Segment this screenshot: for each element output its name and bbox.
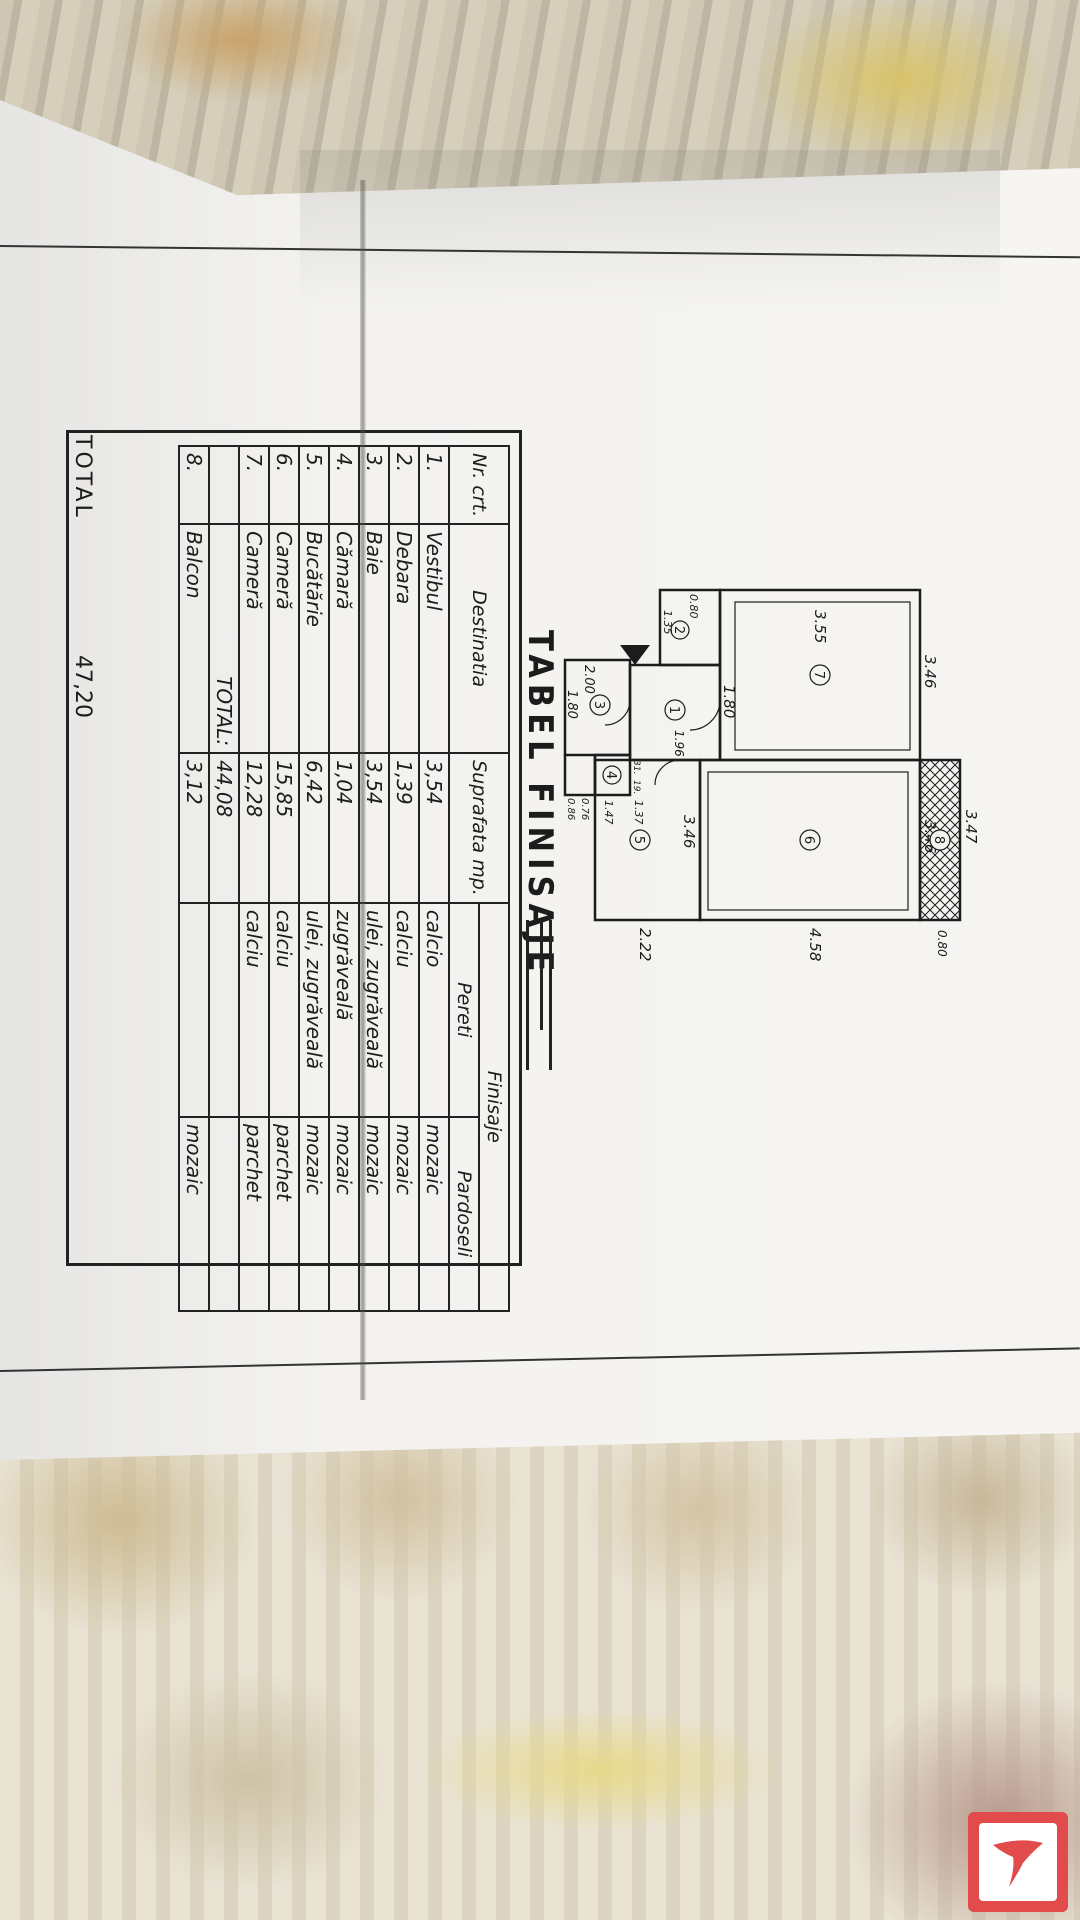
dim-pantry-c: 0.76	[579, 798, 590, 820]
room-5	[593, 758, 702, 922]
cell-pard: mozaic	[389, 1116, 419, 1311]
cell-pereti: calcio	[419, 902, 449, 1117]
cell-pereti	[179, 902, 209, 1117]
cell-pereti: calciu	[269, 902, 299, 1117]
cell-sup: 3,12	[179, 753, 209, 903]
cell-pard: mozaic	[419, 1116, 449, 1311]
room-number-2: 2	[671, 626, 686, 634]
paper-fold	[360, 180, 366, 1400]
room-number-4: 4	[603, 771, 618, 779]
dim-hall-width: 1.80	[720, 685, 738, 718]
subtotal-row: TOTAL: 44,08	[209, 446, 239, 1311]
subtotal-label: TOTAL:	[209, 524, 239, 754]
room-number-7: 7	[811, 671, 826, 679]
dim-pantry-b: 1.47	[602, 800, 615, 825]
dim-hall-depth: 1.96	[672, 730, 686, 757]
table-row: 2. Debara 1,39 calciu mozaic	[389, 446, 419, 1311]
dim-bath-depth: 2.00	[581, 665, 596, 694]
dim-kitchen-width: 3.46	[680, 815, 698, 848]
dim-pantry-a: 1.37	[632, 800, 645, 825]
cell-dest: Cămară	[329, 524, 359, 754]
room-number-8: 8	[931, 836, 946, 844]
header-destinatia: Destinatia	[449, 524, 509, 754]
cell-dest: Cameră	[269, 524, 299, 754]
dim-small-a: 31.	[631, 760, 641, 774]
cell-nr: 6.	[269, 446, 299, 525]
app-logo	[968, 1812, 1068, 1912]
finishes-table: Nr. crt. Destinatia Suprafata mp. Finisa…	[178, 445, 510, 1312]
room-number-5: 5	[631, 836, 646, 844]
bird-logo-icon	[993, 1840, 1043, 1887]
cell-pereti: ulei, zugrăveală	[299, 902, 329, 1117]
table-row: 5. Bucătărie 6,42 ulei, zugrăveală mozai…	[299, 446, 329, 1311]
dim-room7-depth: 3.55	[811, 610, 829, 643]
cell-dest: Balcon	[179, 524, 209, 754]
dim-bath-width: 1.80	[564, 690, 579, 719]
cell-pard: mozaic	[299, 1116, 329, 1311]
grand-total-value: 47,20	[70, 655, 95, 718]
cell-nr: 7.	[239, 446, 269, 525]
dim-balcony-width: 3.47	[962, 810, 980, 844]
dim-kitchen-depth: 2.22	[636, 928, 654, 961]
room-number-1: 1	[666, 706, 681, 714]
table-row: 1. Vestibul 3,54 calcio mozaic	[419, 446, 449, 1311]
table-row: 7. Cameră 12,28 calciu parchet	[239, 446, 269, 1311]
cell-sup: 1,39	[389, 753, 419, 903]
grand-total-label: TOTAL	[70, 435, 95, 520]
dim-debara-width: 0.80	[687, 594, 700, 619]
header-pardoseli: Pardoseli	[449, 1116, 479, 1311]
cell-pard: mozaic	[329, 1116, 359, 1311]
cell-pereti: calciu	[389, 902, 419, 1117]
title-underline	[526, 920, 552, 1070]
cell-nr: 2.	[389, 446, 419, 525]
dim-room6-depth: 4.58	[806, 928, 824, 961]
dim-small-b: 19.	[631, 780, 641, 794]
cell-dest: Cameră	[239, 524, 269, 754]
header-nr: Nr. crt.	[449, 446, 509, 525]
cell-pard: parchet	[239, 1116, 269, 1311]
paper-sheet	[0, 100, 1080, 1460]
dim-pantry-d: 0.86	[565, 798, 576, 820]
cell-dest: Vestibul	[419, 524, 449, 754]
header-pereti: Pereti	[449, 902, 479, 1117]
floor-plan-document: 3.47 0.80 3.46 3.46 3.55 4.58 1.80 1.96 …	[60, 260, 1000, 1350]
dim-balcony-depth: 0.80	[935, 930, 949, 957]
header-suprafata: Suprafata mp.	[449, 753, 509, 903]
background-fabric-bottom	[0, 1380, 1080, 1920]
cell-nr: 1.	[419, 446, 449, 525]
table-row: 6. Cameră 15,85 calciu parchet	[269, 446, 299, 1311]
header-finisaje: Finisaje	[479, 902, 509, 1311]
cell-nr: 8.	[179, 446, 209, 525]
cell-nr: 4.	[329, 446, 359, 525]
cell-pard: parchet	[269, 1116, 299, 1311]
table-row: 4. Cămară 1,04 zugrăveală mozaic	[329, 446, 359, 1311]
entrance-marker-icon	[620, 645, 650, 665]
cell-sup: 3,54	[419, 753, 449, 903]
cell-dest: Bucătărie	[299, 524, 329, 754]
floor-plan: 3.47 0.80 3.46 3.46 3.55 4.58 1.80 1.96 …	[563, 588, 980, 961]
subtotal-value: 44,08	[209, 753, 239, 903]
cell-sup: 15,85	[269, 753, 299, 903]
cell-pereti: zugrăveală	[329, 902, 359, 1117]
cell-pereti: calciu	[239, 902, 269, 1117]
cell-sup: 6,42	[299, 753, 329, 903]
room-number-6: 6	[801, 836, 816, 844]
balcony-row: 8. Balcon 3,12 mozaic	[179, 446, 209, 1311]
dim-room7-width: 3.46	[921, 655, 939, 688]
cell-sup: 1,04	[329, 753, 359, 903]
cell-nr: 5.	[299, 446, 329, 525]
room-number-3: 3	[591, 701, 606, 709]
table-header-row: Nr. crt. Destinatia Suprafata mp. Finisa…	[449, 446, 509, 1311]
cell-pard: mozaic	[179, 1116, 209, 1311]
paper-shadow	[300, 150, 1000, 310]
cell-dest: Debara	[389, 524, 419, 754]
cell-sup: 12,28	[239, 753, 269, 903]
